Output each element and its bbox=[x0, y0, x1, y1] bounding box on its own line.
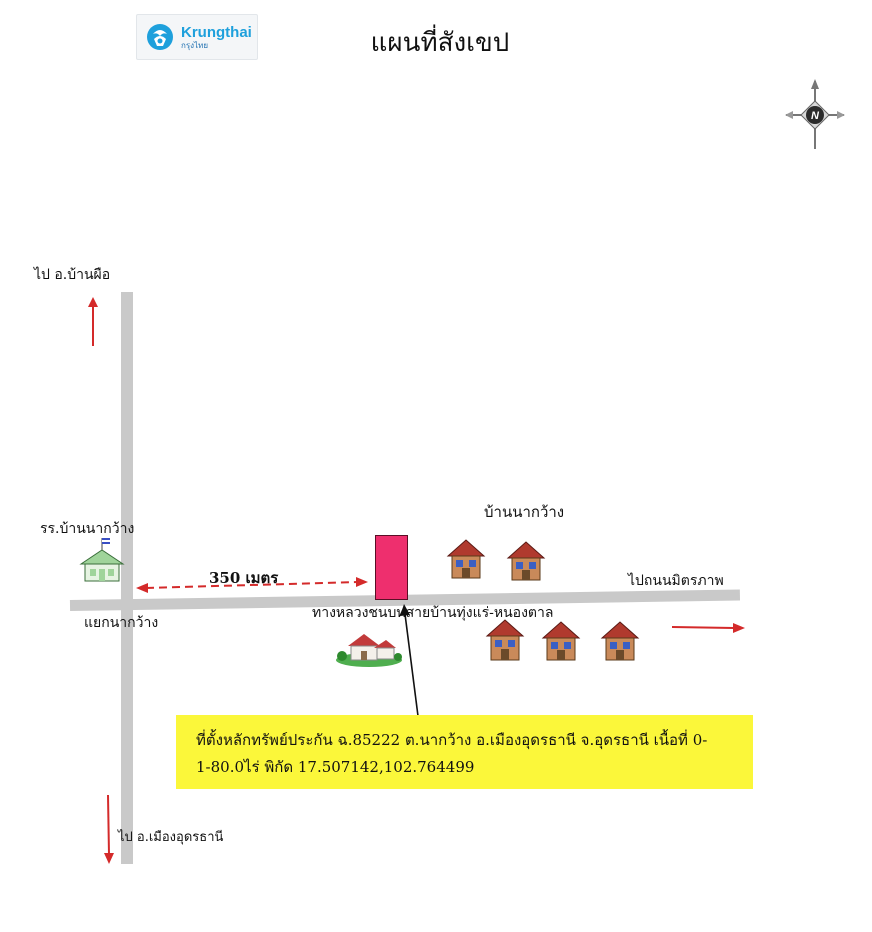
label-highway: ทางหลวงชนบทสายบ้านทุ่งแร่-หนองตาล bbox=[312, 605, 554, 621]
house-icon bbox=[485, 619, 525, 661]
compass-rose-icon: N bbox=[785, 79, 845, 149]
page-title: แผนที่สังเขป bbox=[370, 28, 510, 58]
label-to-mueang-udon: ไป อ.เมืองอุดรธานี bbox=[118, 830, 224, 845]
property-info-callout: ที่ตั้งหลักทรัพย์ประกัน ฉ.85222 ต.นากว้า… bbox=[176, 715, 753, 789]
estate-house-icon bbox=[336, 634, 402, 667]
house-icon bbox=[506, 541, 546, 581]
property-plot bbox=[375, 535, 408, 600]
logo-brand-th: กรุงไทย bbox=[181, 40, 209, 50]
krungthai-bird-icon bbox=[147, 24, 173, 50]
label-school: รร.บ้านนากว้าง bbox=[40, 521, 135, 537]
label-to-ban-phue: ไป อ.บ้านผือ bbox=[34, 267, 111, 283]
arrow-right-icon bbox=[671, 623, 745, 633]
label-junction: แยกนากว้าง bbox=[84, 615, 159, 631]
school-icon bbox=[79, 538, 125, 582]
compass-letter: N bbox=[811, 110, 820, 122]
label-village: บ้านนากว้าง bbox=[484, 503, 565, 521]
logo-brand-en: Krungthai bbox=[181, 23, 252, 41]
krungthai-logo: Krungthai กรุงไทย bbox=[136, 14, 258, 60]
pointer-line bbox=[400, 604, 419, 716]
house-icon bbox=[600, 621, 640, 661]
distance-label: 350 เมตร bbox=[209, 569, 279, 587]
label-to-mittraphap: ไปถนนมิตรภาพ bbox=[628, 573, 724, 589]
house-icon bbox=[446, 539, 486, 579]
distance-line bbox=[136, 577, 368, 593]
callout-line1: ที่ตั้งหลักทรัพย์ประกัน ฉ.85222 ต.นากว้า… bbox=[196, 731, 708, 749]
arrow-down-icon bbox=[104, 794, 114, 864]
arrow-up-icon bbox=[88, 297, 98, 346]
road-vertical bbox=[121, 292, 133, 864]
callout-line2: 1-80.0ไร่ พิกัด 17.507142,102.764499 bbox=[196, 758, 475, 776]
house-icon bbox=[541, 621, 581, 661]
